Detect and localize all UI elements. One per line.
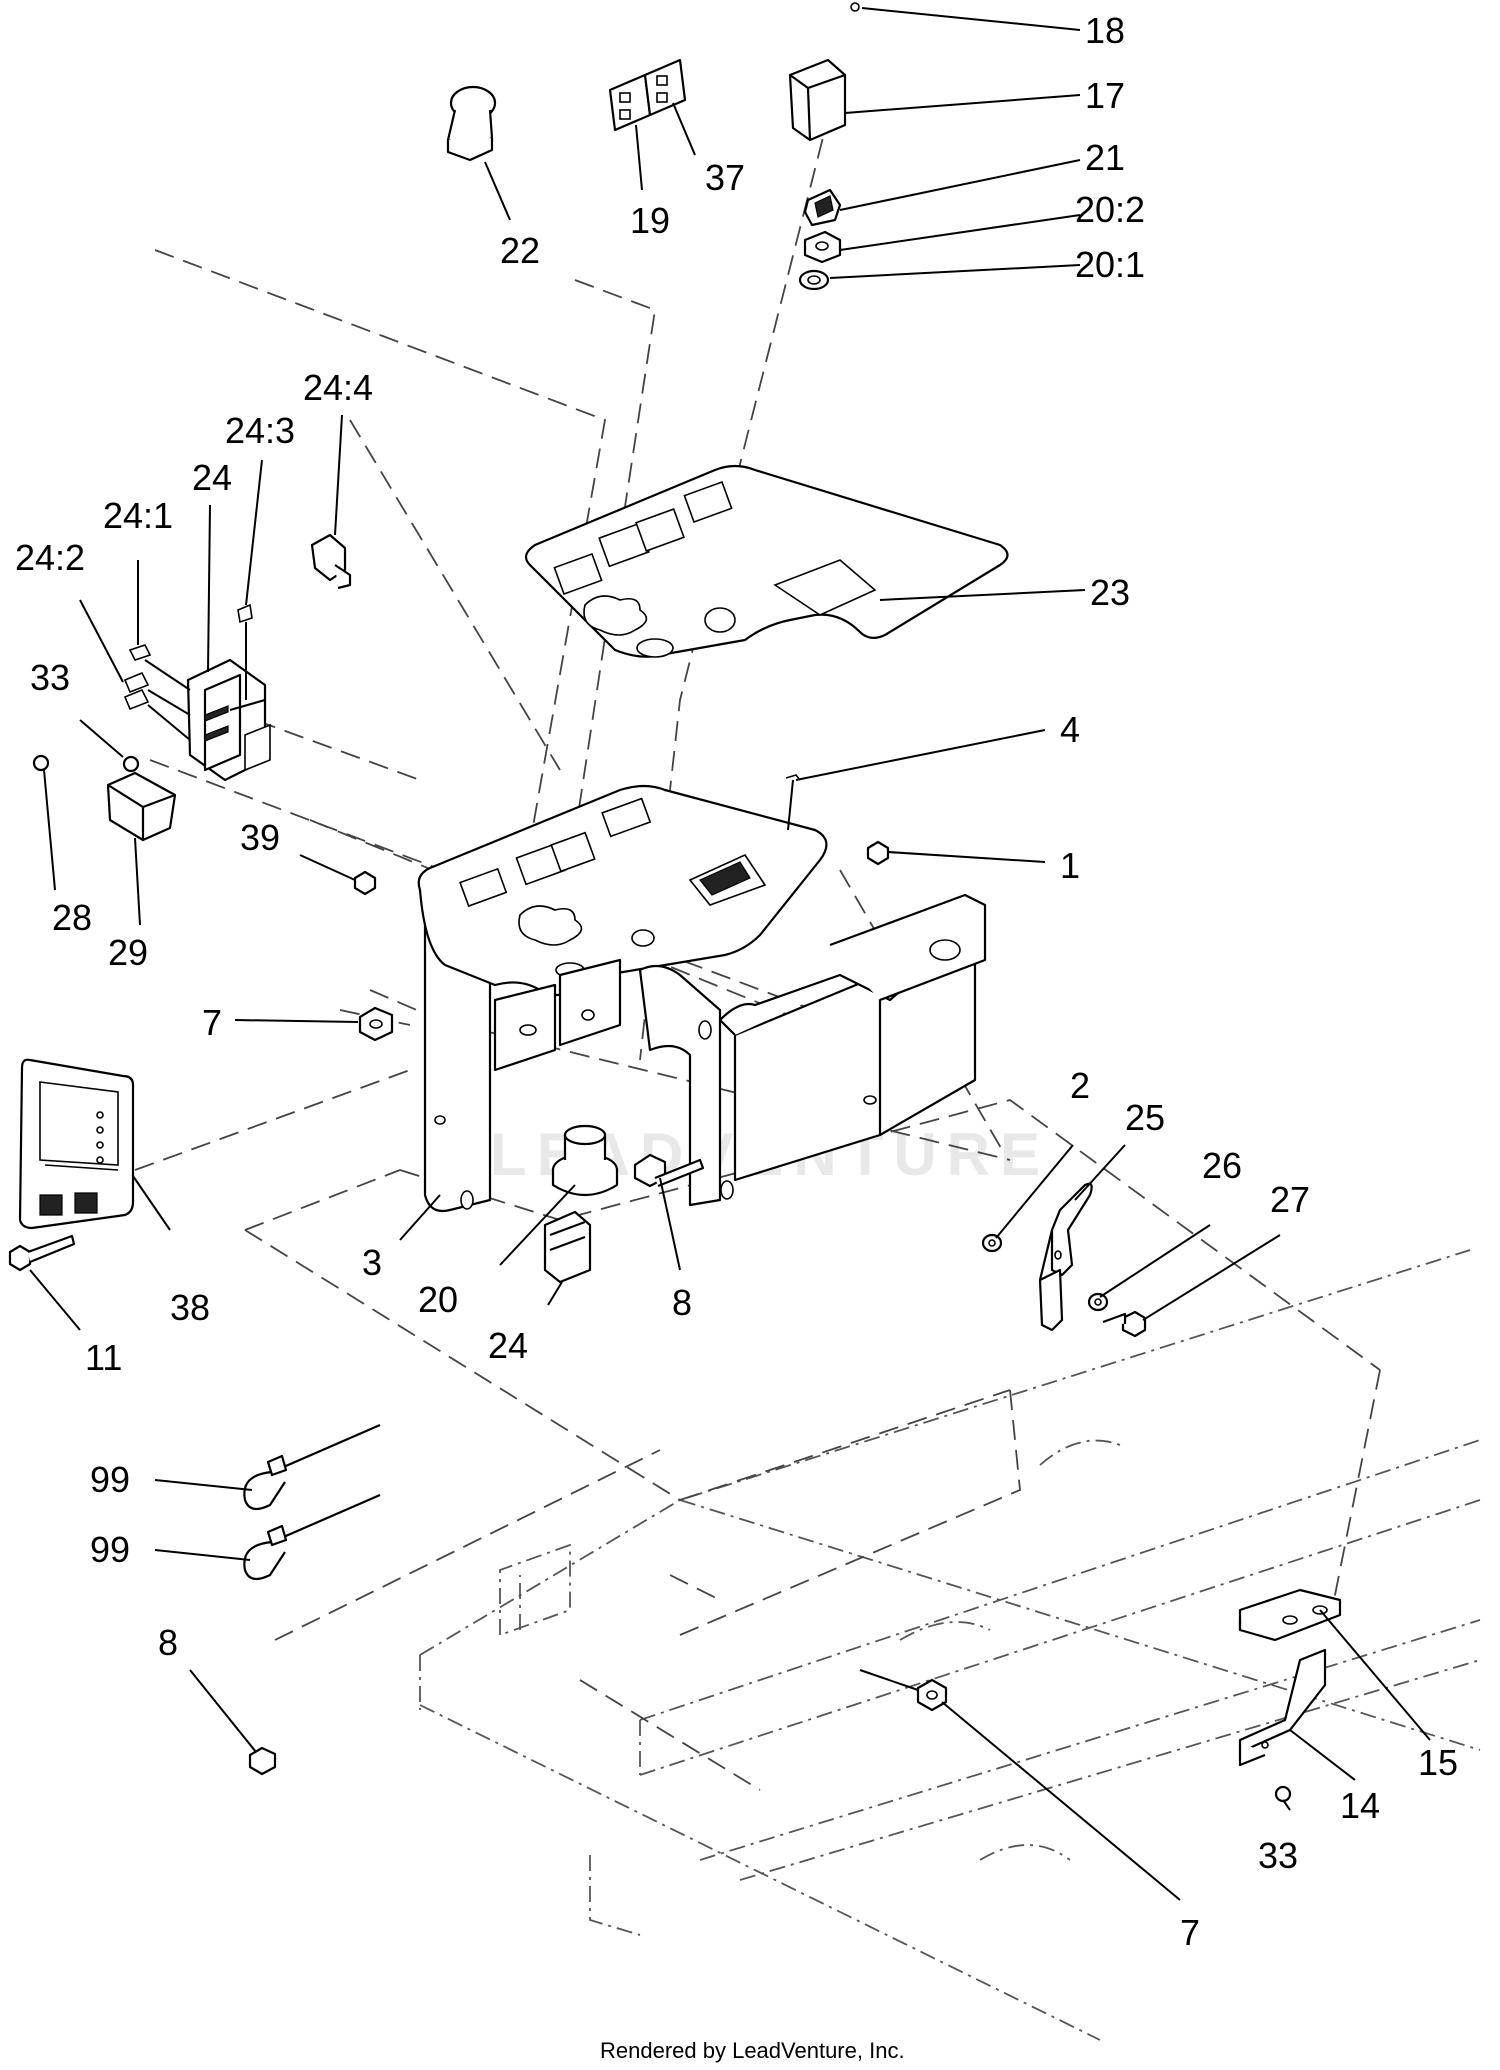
part-8-bolt-upper xyxy=(633,1153,705,1188)
callout-label: 21 xyxy=(1085,137,1125,178)
callout-label: 1 xyxy=(1060,845,1080,886)
callout-label: 8 xyxy=(158,1622,178,1663)
part-38-control-module xyxy=(18,1058,135,1230)
part-99-cable-tie-lower xyxy=(243,1493,381,1581)
part-26-washer xyxy=(1087,1292,1109,1312)
part-22-knob xyxy=(446,85,497,162)
callout-label: 20 xyxy=(418,1279,458,1320)
part-33-nut-left xyxy=(122,755,140,773)
right-mount-bracket xyxy=(718,893,987,1200)
callout-label: 2 xyxy=(1070,1065,1090,1106)
callout-label: 20:2 xyxy=(1075,189,1145,230)
callout-label: 99 xyxy=(90,1459,130,1500)
part-23-upper-plate xyxy=(524,464,1009,658)
callout-label: 15 xyxy=(1418,1742,1458,1783)
callout-label: 22 xyxy=(500,230,540,271)
part-11-bolt xyxy=(8,1234,76,1272)
part-28-screw xyxy=(32,754,50,772)
callout-label: 37 xyxy=(705,157,745,198)
projection-lines xyxy=(134,109,1381,1791)
callout-label: 99 xyxy=(90,1529,130,1570)
callout-label: 38 xyxy=(170,1287,210,1328)
part-8-bolt-lower xyxy=(248,1746,277,1776)
callout-labels: 18 17 21 20:2 20:1 22 19 37 24:4 24:3 24… xyxy=(15,10,1458,1953)
callout-label: 14 xyxy=(1340,1785,1380,1826)
part-21-insert xyxy=(803,188,842,227)
part-15-plate xyxy=(1238,1588,1342,1642)
callout-label: 23 xyxy=(1090,572,1130,613)
part-25-lever xyxy=(1038,1182,1093,1332)
part-7-nut-upper xyxy=(358,1006,394,1042)
part-33-nut-lower xyxy=(1274,1785,1292,1803)
callout-label: 39 xyxy=(240,817,280,858)
callout-label: 18 xyxy=(1085,10,1125,51)
part-14-bracket xyxy=(1238,1648,1327,1767)
callout-label: 33 xyxy=(30,657,70,698)
callout-label: 26 xyxy=(1202,1145,1242,1186)
callout-label: 4 xyxy=(1060,709,1080,750)
callout-label: 24:2 xyxy=(15,537,85,578)
part-4-screw xyxy=(785,774,801,831)
leader-lines xyxy=(29,7,1431,1901)
callout-label: 25 xyxy=(1125,1097,1165,1138)
part-3-console-bracket xyxy=(417,784,828,1213)
callout-label: 24:4 xyxy=(303,367,373,408)
callout-label: 19 xyxy=(630,200,670,241)
frame-phantom xyxy=(419,1249,1481,2041)
callout-label: 8 xyxy=(672,1282,692,1323)
part-24-switch-assembly xyxy=(123,603,271,782)
part-18-screw xyxy=(850,2,860,12)
callout-label: 28 xyxy=(52,897,92,938)
part-17-cap xyxy=(788,58,847,142)
part-20-2-nut xyxy=(803,230,842,264)
callout-label: 24 xyxy=(192,457,232,498)
callout-label: 33 xyxy=(1258,1835,1298,1876)
callout-label: 29 xyxy=(108,932,148,973)
part-19-switch xyxy=(608,73,652,132)
callout-label: 7 xyxy=(202,1002,222,1043)
part-39-nut xyxy=(353,870,377,896)
callout-label: 3 xyxy=(362,1242,382,1283)
callout-label: 20:1 xyxy=(1075,244,1145,285)
part-24-4-connector xyxy=(310,533,352,590)
part-1-nut xyxy=(866,840,890,866)
callout-label: 7 xyxy=(1180,1912,1200,1953)
part-37-switch xyxy=(643,58,687,117)
part-20-1-washer xyxy=(798,269,830,291)
part-27-bolt xyxy=(1102,1310,1147,1338)
callout-label: 17 xyxy=(1085,75,1125,116)
callout-label: 24 xyxy=(488,1325,528,1366)
part-99-cable-tie-upper xyxy=(243,1423,381,1511)
callout-label: 24:1 xyxy=(103,495,173,536)
part-20-ignition-switch xyxy=(551,1124,619,1196)
part-7-nut-lower xyxy=(859,1669,948,1712)
callout-label: 24:3 xyxy=(225,410,295,451)
callout-label: 11 xyxy=(85,1337,122,1378)
part-29-block xyxy=(106,771,177,842)
callout-label: 27 xyxy=(1270,1179,1310,1220)
part-2-washer xyxy=(981,1233,1003,1253)
part-24-connector-bottom xyxy=(543,1210,592,1284)
footer-credit: Rendered by LeadVenture, Inc. xyxy=(600,2038,905,2063)
